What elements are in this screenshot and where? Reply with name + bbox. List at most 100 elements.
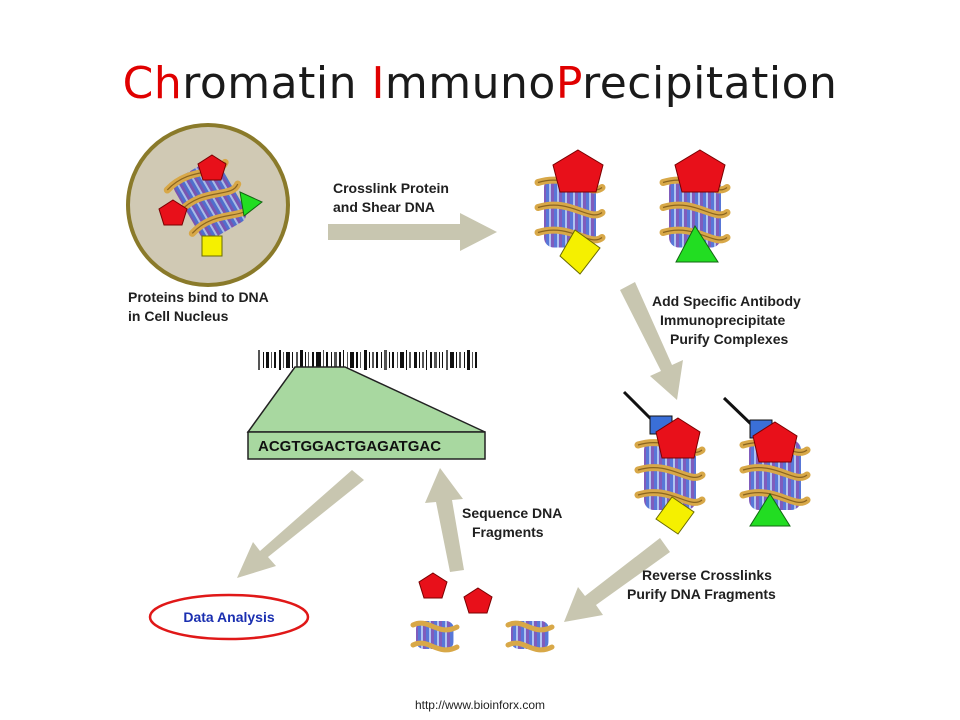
- chromosome-band: [392, 352, 394, 368]
- chromosome-band: [308, 352, 309, 368]
- released-fragments: [413, 572, 552, 650]
- page-title: Chromatin ImmunoPrecipitation: [0, 58, 960, 109]
- chromosome-band: [326, 352, 328, 368]
- chromosome-band: [419, 352, 420, 368]
- title-text-mmuno: mmuno: [384, 58, 556, 109]
- red-protein-icon: [463, 587, 493, 614]
- red-protein-icon: [552, 149, 604, 193]
- red-protein-icon: [418, 572, 448, 599]
- arrow-data-analysis-icon: [237, 470, 364, 578]
- chromosome-band: [389, 352, 390, 368]
- chromosome-band: [350, 352, 354, 368]
- cell-nucleus: [126, 123, 290, 287]
- chromosome-band: [376, 352, 378, 368]
- chromosome-band: [406, 350, 407, 370]
- chromosome-band: [409, 352, 411, 368]
- red-protein-icon: [674, 149, 726, 193]
- chromosome-bar: [258, 350, 477, 370]
- red-protein-icon: [752, 421, 798, 463]
- dna-fragment-icon: [508, 621, 552, 650]
- dna-fragment-icon: [413, 621, 457, 650]
- yellow-protein-icon: [655, 496, 695, 535]
- chromosome-band: [384, 350, 387, 370]
- chromosome-band: [316, 352, 321, 368]
- chromosome-band: [475, 352, 477, 368]
- chromosome-band: [300, 350, 303, 370]
- arrow-reverse-icon: [564, 538, 670, 622]
- chromosome-band: [450, 352, 454, 368]
- chromosome-band: [266, 352, 269, 368]
- yellow-protein-icon: [201, 235, 223, 257]
- yellow-protein-icon: [559, 229, 601, 275]
- chromosome-band: [305, 352, 306, 368]
- title-accent-p: P: [555, 58, 583, 109]
- ip-complex-2: [722, 396, 807, 527]
- chromosome-band: [434, 352, 437, 368]
- red-protein-icon: [655, 417, 701, 459]
- title-text-recipitation: recipitation: [582, 58, 838, 109]
- chromosome-band: [430, 352, 432, 368]
- arrow-sequence-icon: [425, 468, 464, 572]
- chromosome-band: [347, 352, 348, 368]
- chromosome-band: [279, 350, 281, 370]
- chromosome-band: [442, 352, 443, 368]
- chromosome-band: [467, 350, 470, 370]
- chromosome-band: [414, 352, 417, 368]
- chromosome-band: [356, 352, 358, 368]
- title-text-romatin: romatin: [182, 58, 372, 109]
- chromosome-band: [258, 350, 260, 370]
- chromosome-band: [472, 352, 473, 368]
- chromosome-band: [422, 352, 424, 368]
- chromosome-band: [360, 352, 361, 368]
- antibody-icon: [622, 390, 654, 422]
- chromosome-band: [459, 352, 461, 368]
- chromosome-band: [263, 352, 264, 368]
- chromosome-band: [400, 352, 404, 368]
- chromosome-band: [292, 352, 293, 368]
- sequence-read: ACGTGGACTGAGATGAC: [258, 438, 441, 455]
- green-protein-icon: [675, 225, 719, 263]
- ip-complex-1: [622, 390, 702, 535]
- green-protein-icon: [239, 191, 263, 217]
- data-analysis-ellipse: [148, 593, 310, 641]
- title-accent-ch: Ch: [122, 58, 183, 109]
- red-protein-icon: [158, 199, 188, 226]
- chromosome-band: [372, 352, 374, 368]
- zoom-triangle: [246, 366, 486, 433]
- chromosome-band: [439, 352, 440, 368]
- chromosome-band: [271, 352, 272, 368]
- chromosome-band: [369, 352, 370, 368]
- chromosome-band: [426, 350, 427, 370]
- chromosome-band: [331, 352, 332, 368]
- chromosome-band: [286, 352, 290, 368]
- chromosome-band: [339, 352, 341, 368]
- source-url: http://www.bioinforx.com: [414, 698, 546, 712]
- antibody-icon: [722, 396, 754, 427]
- arrow-crosslink-icon: [328, 213, 497, 251]
- red-protein-icon: [197, 154, 227, 181]
- chromosome-band: [464, 352, 465, 368]
- chromosome-band: [343, 350, 344, 370]
- chromosome-band: [364, 350, 367, 370]
- chromosome-band: [397, 352, 398, 368]
- chromosome-band: [312, 352, 314, 368]
- green-protein-icon: [749, 493, 791, 527]
- crosslinked-complex-2: [663, 149, 727, 263]
- chromosome-band: [446, 350, 448, 370]
- crosslinked-complex-1: [538, 149, 604, 275]
- chromosome-band: [283, 352, 284, 368]
- sequence-box: [247, 431, 486, 460]
- title-accent-i: I: [371, 58, 385, 109]
- chromosome-band: [334, 352, 337, 368]
- chromosome-band: [274, 352, 276, 368]
- chromosome-band: [296, 352, 298, 368]
- chromosome-band: [323, 350, 324, 370]
- arrow-antibody-icon: [620, 282, 683, 400]
- chromosome-band: [381, 352, 382, 368]
